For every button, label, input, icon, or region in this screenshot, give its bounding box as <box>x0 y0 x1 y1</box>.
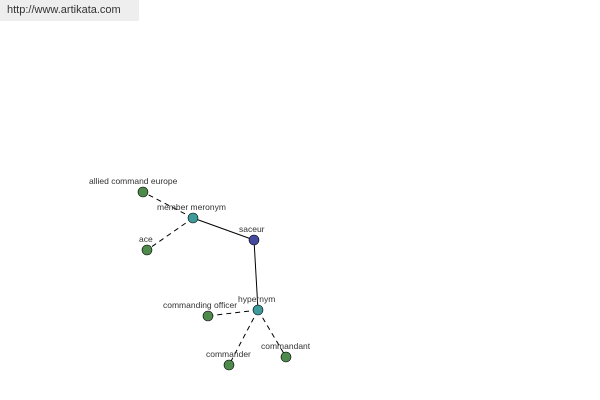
node-label-hypernym: hypernym <box>238 294 275 304</box>
node-allied-command-europe[interactable]: allied command europe <box>89 176 178 198</box>
node-label-commanding-officer: commanding officer <box>163 300 237 310</box>
edge-saceur-to-hypernym <box>253 239 259 311</box>
node-label-allied-command-europe: allied command europe <box>89 176 178 186</box>
edge-saceur-to-member-meronym <box>192 217 255 241</box>
node-label-member-meronym: member meronym <box>157 202 226 212</box>
node-label-ace: ace <box>139 234 153 244</box>
node-ace[interactable]: ace <box>139 234 153 256</box>
nodes-layer: allied command europe member meronym ace sa… <box>89 176 311 371</box>
node-commandant[interactable]: commandant <box>261 341 311 363</box>
edge-hypernym-to-commander <box>228 309 259 366</box>
node-circle-commanding-officer[interactable] <box>202 310 214 322</box>
node-hypernym[interactable]: hypernym <box>238 294 275 316</box>
edge-member-meronym-to-allied-command-europe <box>142 191 194 219</box>
node-circle-allied-command-europe[interactable] <box>137 186 149 198</box>
node-circle-hypernym[interactable] <box>252 304 264 316</box>
node-label-commandant: commandant <box>261 341 311 351</box>
edge-hypernym-to-commandant <box>257 309 287 358</box>
edges-layer <box>142 191 287 366</box>
node-label-commander: commander <box>206 349 251 359</box>
node-circle-commander[interactable] <box>223 359 235 371</box>
node-circle-member-meronym[interactable] <box>187 212 199 224</box>
node-commander[interactable]: commander <box>206 349 251 371</box>
node-commanding-officer[interactable]: commanding officer <box>163 300 237 322</box>
node-saceur[interactable]: saceur <box>239 224 265 246</box>
site-url-link[interactable]: http://www.artikata.com <box>0 0 139 21</box>
edge-hypernym-to-commanding-officer <box>207 309 259 317</box>
node-label-saceur: saceur <box>239 224 265 234</box>
node-circle-saceur[interactable] <box>248 234 260 246</box>
node-member-meronym[interactable]: member meronym <box>157 202 226 224</box>
site-url-text: http://www.artikata.com <box>7 4 121 16</box>
node-circle-ace[interactable] <box>141 244 153 256</box>
node-circle-commandant[interactable] <box>280 351 292 363</box>
edge-member-meronym-to-ace <box>146 217 194 251</box>
